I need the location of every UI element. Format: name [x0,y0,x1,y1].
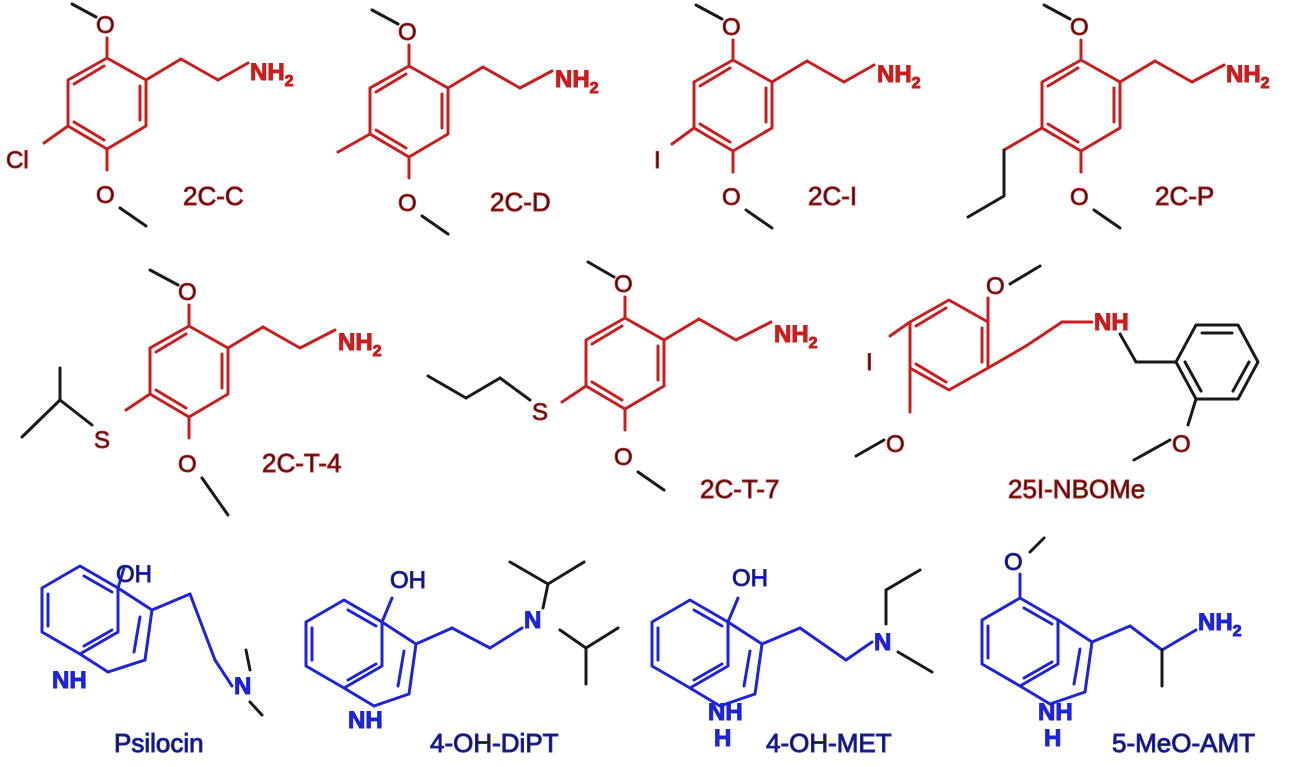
structure-4-oh-met: OH NH H N 4-OH-MET [650,565,934,759]
atom-n: N [524,607,541,634]
atom-o-bottom: O [398,190,417,217]
atom-o-top: O [614,271,633,298]
structure-2c-i: O O I NH2 2C-I [654,3,921,230]
atom-o-bottom: O [1070,184,1089,211]
indole-benzene-ring [980,596,1060,688]
atom-amine: NH2 [774,321,818,352]
atom-amine: NH2 [877,61,921,92]
atom-oh: OH [732,565,768,592]
atom-o-top: O [986,273,1005,300]
atom-chlorine: Cl [6,147,29,174]
structure-2c-t-7: O O S NH2 2C-T-7 [426,260,818,505]
atom-nh: NH [348,707,383,734]
compound-name: 2C-C [183,181,244,211]
atom-oh: OH [390,567,426,594]
benzene-ring [692,58,774,153]
atom-o-top: O [722,14,741,41]
atom-sulfur: S [532,399,548,426]
compound-name: 4-OH-DiPT [430,728,559,758]
atom-sulfur: S [94,427,110,454]
atom-o-bottom: O [178,451,197,478]
compound-name: 2C-P [1155,181,1214,211]
compound-name: 2C-D [490,187,551,217]
structure-4-oh-dipt: OH NH N 4-OH-DiPT [304,560,620,759]
benzene-ring [584,316,666,411]
atom-o-bottom: O [96,182,115,209]
atom-o-top: O [398,19,417,46]
structure-5-meo-amt: O NH H NH2 5-MeO-AMT [980,536,1256,759]
atom-nh: NH [708,699,743,726]
atom-iodine: I [866,349,873,376]
atom-o-bottom: O [614,444,633,471]
structure-psilocin: OH NH N Psilocin [40,561,264,759]
structure-2c-d: O O NH2 2C-D [336,8,599,236]
structure-2c-t-4: O O S NH2 2C-T-4 [20,268,382,517]
compound-name: 25I-NBOMe [1008,474,1145,504]
atom-nh: NH [1038,699,1073,726]
atom-amine: NH2 [1226,61,1270,92]
benzene-ring [148,324,230,419]
structure-25i-nbome: O O O I NH 25I-NBOMe [854,264,1260,505]
compound-name: Psilocin [114,728,204,758]
compound-name: 5-MeO-AMT [1112,728,1255,758]
compound-name: 2C-I [808,181,857,211]
benzene-ring-benzyl [1174,323,1260,401]
benzene-ring [368,64,450,159]
atom-amine: NH [1094,309,1129,336]
atom-n: N [874,629,891,656]
atom-h: H [1044,725,1061,752]
atom-o-top: O [96,12,115,39]
compound-name: 4-OH-MET [766,728,892,758]
indole-benzene-ring [40,564,120,656]
atom-amine: NH2 [1198,609,1242,640]
atom-oh: OH [116,561,152,588]
indole-benzene-ring [650,598,730,690]
atom-amine: NH2 [338,329,382,360]
benzene-ring [66,56,148,151]
atom-amine: NH2 [250,59,294,90]
atom-nh: NH [52,667,87,694]
benzene-ring [908,298,990,392]
structure-2c-p: O O NH2 2C-P [966,3,1270,230]
atom-o: O [1004,549,1023,576]
compound-name: 2C-T-4 [262,448,341,478]
atom-iodine: I [654,147,661,174]
atom-o-bottom: O [722,184,741,211]
atom-o-bottom: O [886,431,905,458]
compound-name: 2C-T-7 [700,474,779,504]
atom-o-benzyl: O [1172,431,1191,458]
atom-n: N [234,673,251,700]
indole-benzene-ring [304,598,384,690]
atom-o-top: O [1070,14,1089,41]
atom-h: H [714,725,731,752]
atom-o-top: O [178,279,197,306]
atom-amine: NH2 [555,66,599,97]
structure-2c-c: O O Cl NH2 2C-C [6,2,294,228]
benzene-ring [1040,58,1122,153]
